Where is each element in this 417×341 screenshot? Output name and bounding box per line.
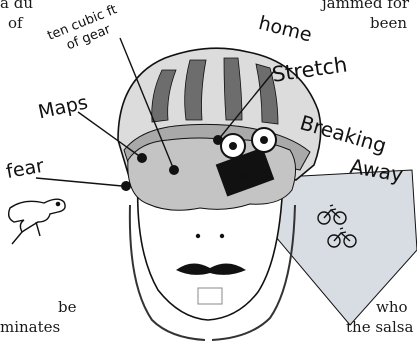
left-eye: [196, 234, 200, 238]
svg-text:Stretch: Stretch: [270, 52, 348, 86]
pointer-dot: [169, 165, 179, 175]
right-eye: [220, 234, 224, 238]
dog-icon: [9, 199, 65, 244]
label-ten-cubic-ft: ten cubic ft of gear: [45, 2, 125, 58]
pointer-dot: [137, 153, 147, 163]
pointer-dot: [121, 181, 131, 191]
label-maps: Maps: [36, 91, 89, 123]
svg-text:home: home: [256, 12, 314, 46]
